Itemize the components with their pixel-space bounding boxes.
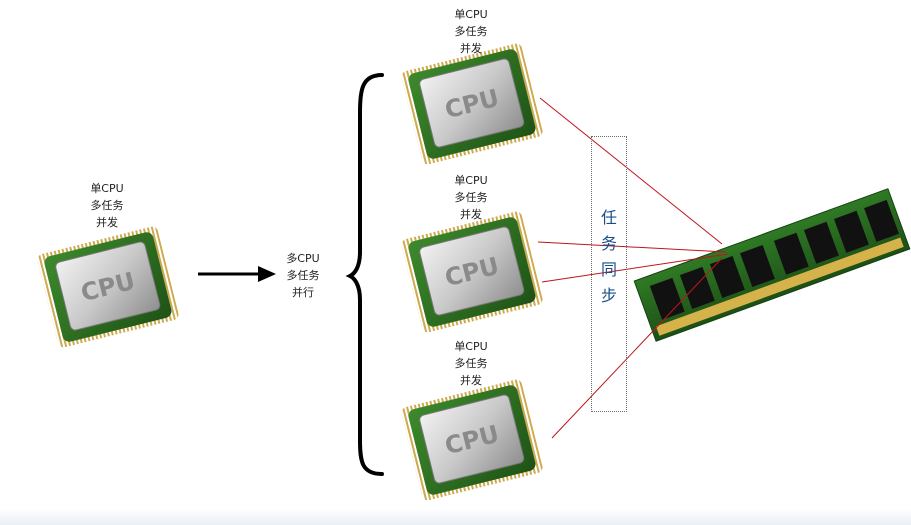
cpu-middle-label: 单CPU 多任务 并发 [454,174,488,221]
cpu-bottom-label: 单CPU 多任务 并发 [454,340,488,387]
cpu-chip-middle: CPU [401,211,543,333]
cpu-chip-top: CPU [401,43,543,165]
task-sync-box: 任 务 同 步 [591,136,627,412]
task-sync-label: 任 务 同 步 [600,208,617,305]
bottom-edge [0,508,911,525]
memory-module [633,188,911,342]
cpu-chip-bottom: CPU [401,379,543,501]
cpu-top-label: 单CPU 多任务 并发 [454,8,488,55]
cpu-chip-single: CPU [37,226,179,348]
multi-cpu-label: 多CPU 多任务 并行 [286,252,320,299]
flow-arrow [198,266,276,282]
task-sync-links [537,97,729,439]
single-cpu-label: 单CPU 多任务 并发 [90,182,124,229]
grouping-brace [345,73,384,476]
